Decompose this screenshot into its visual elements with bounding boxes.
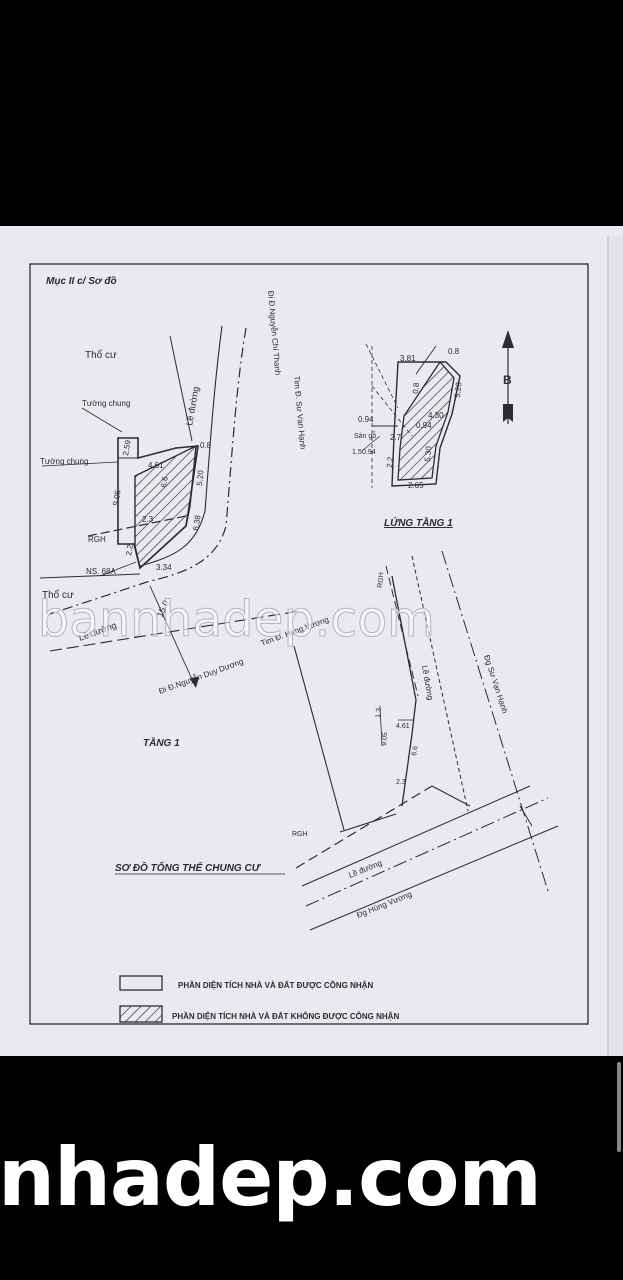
page-watermark: bannhadep.com xyxy=(38,591,435,648)
north-label: B xyxy=(503,373,512,387)
dim-d17: 0.8 xyxy=(200,441,212,450)
footer-watermark: nhadep.com xyxy=(0,1131,542,1224)
label-tuong-chung-1: Tường chung xyxy=(82,399,130,408)
dim-d20: 2.3 xyxy=(142,515,154,524)
dim-d19: 5.20 xyxy=(195,469,205,486)
title-tong-the: SƠ ĐỒ TỔNG THỂ CHUNG CƯ xyxy=(115,861,262,874)
drawing-frame xyxy=(29,263,589,1025)
title-tang1: TẦNG 1 xyxy=(143,736,180,749)
dim-d29: 1.3 xyxy=(375,708,383,718)
title-lung-tang1: LỬNG TẦNG 1 xyxy=(384,516,453,529)
dim-d21: 6.38 xyxy=(191,514,203,531)
bottom-black-bar xyxy=(0,1056,623,1280)
next-sheet-edge xyxy=(608,236,623,1056)
dim-d4: 5.20 xyxy=(453,381,463,398)
dim-d11: 0.94 xyxy=(362,449,376,456)
north-arrow-icon xyxy=(502,330,514,424)
dim-d22: 2.2 xyxy=(124,543,135,556)
label-ns: NS. 68A xyxy=(86,567,116,576)
dim-d3: 0.8 xyxy=(411,382,421,394)
dim-d15: 2.59 xyxy=(121,439,133,456)
scroll-indicator[interactable] xyxy=(617,1062,621,1152)
paper-sheet xyxy=(0,226,623,1056)
dim-d25: 4.61 xyxy=(396,723,410,730)
dim-d26: 9.05 xyxy=(381,732,389,746)
dim-d23: 3.34 xyxy=(156,563,172,572)
document-page: Mục II c/ Sơ đồ Thổ cư Lề đường Tường ch… xyxy=(0,226,623,1056)
dim-d5: 4.30 xyxy=(428,411,444,420)
dim-d27: 6.6 xyxy=(411,745,420,756)
legend-swatch-recognized xyxy=(119,975,163,991)
floor1-plan xyxy=(39,325,301,688)
dim-d6: 0.94 xyxy=(358,415,374,424)
site-plan xyxy=(293,550,559,931)
legend-swatch-not-recognized xyxy=(119,1005,163,1023)
dim-d7: 0.94 xyxy=(416,421,432,430)
mezzanine-plan xyxy=(361,343,461,488)
label-tho-cu-2: Thổ cư xyxy=(42,589,74,601)
dim-d28: 2.3 xyxy=(396,779,406,786)
dim-d16: 9.05 xyxy=(111,489,123,506)
label-rgh-3: RGH xyxy=(292,831,308,838)
dim-d12: 1.5 xyxy=(352,449,362,456)
dim-d8: 2.7 xyxy=(390,433,402,442)
dim-d10: 2.65 xyxy=(408,481,424,490)
dim-d13: 2.2 xyxy=(385,456,395,468)
legend-not-recognized: PHẦN DIỆN TÍCH NHÀ VÀ ĐẤT KHÔNG ĐƯỢC CÔN… xyxy=(172,1011,399,1021)
section-title: Mục II c/ Sơ đồ xyxy=(46,275,117,287)
dim-d9: 5.30 xyxy=(423,445,433,462)
dim-d2: 3.81 xyxy=(400,354,416,363)
label-rgh-2: RGH xyxy=(377,572,385,588)
dim-d14: 4.61 xyxy=(148,461,164,470)
legend-recognized: PHẦN DIỆN TÍCH NHÀ VÀ ĐẤT ĐƯỢC CÔNG NHẬN xyxy=(178,980,373,990)
label-song-go: Sàn gỗ xyxy=(354,431,376,440)
dim-d18: 6.6 xyxy=(159,475,170,488)
label-tuong-chung-2: Tường chung xyxy=(40,457,88,466)
label-tho-cu-1: Thổ cư xyxy=(85,349,117,361)
label-rgh-1: RGH xyxy=(88,535,106,544)
dim-d1: 0.8 xyxy=(448,347,460,356)
